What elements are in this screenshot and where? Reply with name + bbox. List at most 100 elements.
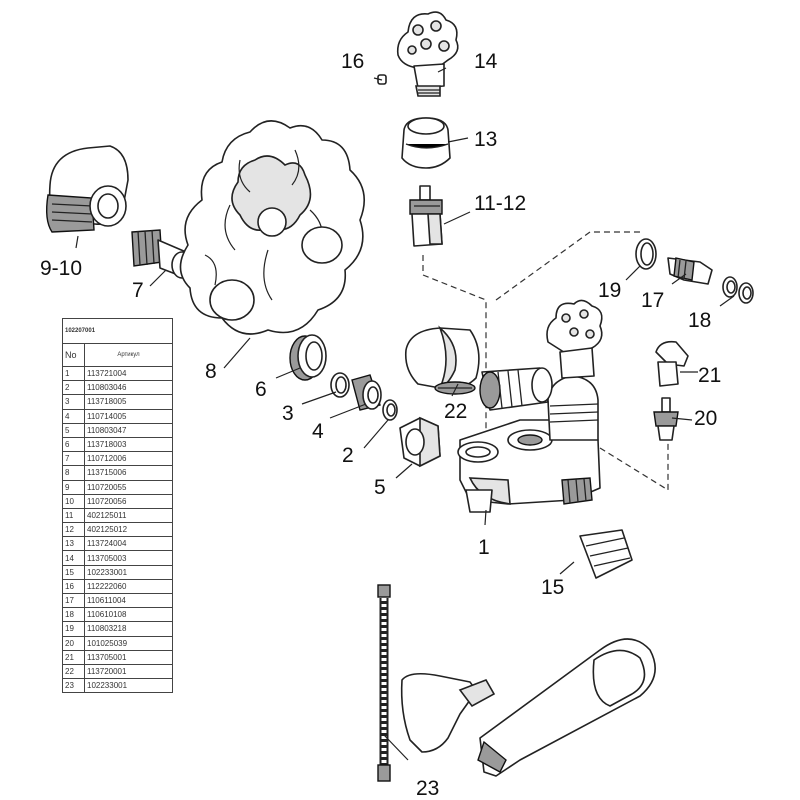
part-escutcheon-8 bbox=[179, 120, 366, 335]
callout-3: 3 bbox=[282, 402, 294, 425]
cell-no: 4 bbox=[62, 408, 85, 424]
cell-article: 113705001 bbox=[84, 649, 173, 665]
part-nut-4 bbox=[351, 374, 382, 411]
cell-article: 113705003 bbox=[84, 550, 173, 566]
part-knob-21 bbox=[655, 340, 689, 387]
callout-17: 17 bbox=[641, 289, 664, 312]
callout-7: 7 bbox=[132, 279, 144, 302]
cell-article: 402125012 bbox=[84, 522, 173, 538]
table-title-row: 102207001 bbox=[62, 318, 173, 344]
table-title: 102207001 bbox=[62, 318, 173, 344]
part-handle-14 bbox=[396, 11, 459, 97]
cell-article: 102233001 bbox=[84, 564, 173, 580]
callout-labels: 16 14 13 11-12 9-10 7 8 6 3 4 2 5 22 1 1… bbox=[40, 50, 721, 800]
part-cartridge-11-12 bbox=[409, 185, 443, 247]
part-ring-6 bbox=[289, 334, 327, 381]
cell-article: 113720001 bbox=[84, 663, 173, 680]
cell-article: 112222060 bbox=[84, 578, 173, 595]
callout-14: 14 bbox=[474, 50, 498, 73]
callout-21: 21 bbox=[698, 364, 721, 387]
cell-no: 5 bbox=[62, 422, 85, 438]
cell-no: 23 bbox=[62, 678, 85, 694]
table-header-row: No Артикул bbox=[62, 343, 173, 367]
callout-22: 22 bbox=[444, 400, 467, 423]
cell-no: 8 bbox=[62, 465, 85, 481]
cell-no: 21 bbox=[62, 649, 85, 665]
column-header-no: No bbox=[62, 343, 85, 367]
cell-article: 402125011 bbox=[84, 507, 173, 524]
cell-article: 110720056 bbox=[84, 493, 173, 509]
part-valve-body-1 bbox=[457, 375, 601, 513]
part-washer-2 bbox=[382, 399, 398, 421]
callout-23: 23 bbox=[416, 777, 439, 800]
cell-no: 22 bbox=[62, 663, 85, 680]
cell-article: 113718005 bbox=[84, 394, 173, 410]
part-elbow-9-10 bbox=[45, 145, 129, 233]
cell-article: 113715006 bbox=[84, 465, 173, 481]
part-diverter-17 bbox=[667, 257, 713, 285]
cell-article: 113724004 bbox=[84, 536, 173, 552]
cell-no: 7 bbox=[62, 451, 85, 467]
callout-1: 1 bbox=[478, 536, 490, 559]
cell-article: 113721004 bbox=[84, 365, 173, 382]
cell-article: 110712006 bbox=[84, 451, 173, 467]
part-shower-set-23 bbox=[377, 584, 656, 782]
callout-4: 4 bbox=[312, 420, 324, 443]
part-15 bbox=[579, 529, 633, 579]
cell-no: 2 bbox=[62, 380, 85, 396]
cell-no: 16 bbox=[62, 578, 85, 595]
callout-18: 18 bbox=[688, 309, 711, 332]
callout-5: 5 bbox=[374, 476, 386, 499]
cell-no: 6 bbox=[62, 436, 85, 453]
cell-article: 110803046 bbox=[84, 380, 173, 396]
cell-no: 10 bbox=[62, 493, 85, 509]
cell-no: 13 bbox=[62, 536, 85, 552]
callout-9-10: 9-10 bbox=[40, 257, 82, 280]
cell-article: 110714005 bbox=[84, 408, 173, 424]
cell-article: 110610108 bbox=[84, 607, 173, 623]
callout-2: 2 bbox=[342, 444, 354, 467]
cell-article: 110803047 bbox=[84, 422, 173, 438]
cell-no: 3 bbox=[62, 394, 85, 410]
cell-article: 101025039 bbox=[84, 635, 173, 651]
callout-13: 13 bbox=[474, 128, 497, 151]
cell-no: 9 bbox=[62, 479, 85, 495]
part-hex-nut-5 bbox=[399, 416, 441, 468]
part-washer-3 bbox=[330, 372, 350, 398]
cell-article: 110611004 bbox=[84, 592, 173, 609]
leader-lines bbox=[75, 67, 735, 761]
callout-11-12: 11-12 bbox=[474, 192, 526, 215]
callout-20: 20 bbox=[694, 407, 717, 430]
part-handle-body bbox=[546, 299, 603, 379]
part-spindle-20 bbox=[653, 397, 679, 441]
cell-article: 113718003 bbox=[84, 436, 173, 453]
cell-no: 18 bbox=[62, 607, 85, 623]
callout-6: 6 bbox=[255, 378, 267, 401]
callout-8: 8 bbox=[205, 360, 217, 383]
part-oring-19 bbox=[635, 238, 657, 270]
cell-no: 20 bbox=[62, 635, 85, 651]
cell-article: 110720055 bbox=[84, 479, 173, 495]
